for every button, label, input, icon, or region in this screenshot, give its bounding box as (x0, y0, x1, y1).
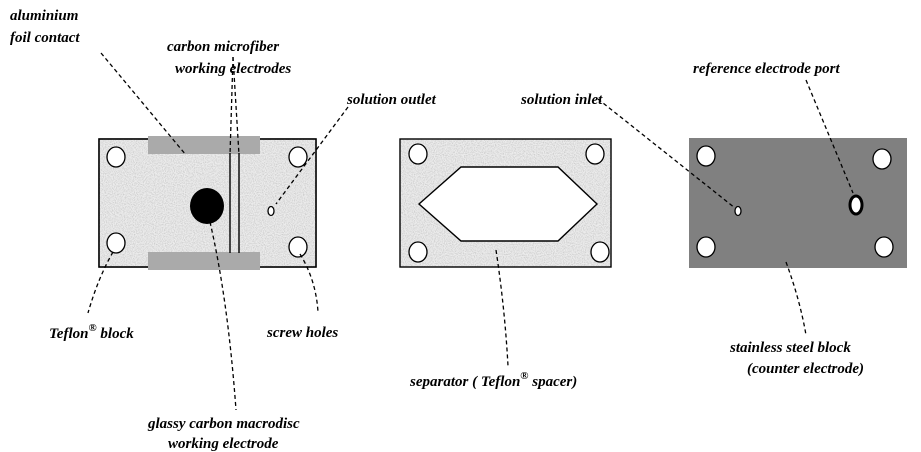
labels: aluminium foil contact carbon microfiber… (10, 8, 864, 452)
leader-teflon-block (87, 251, 114, 314)
reference-electrode-port (848, 194, 864, 216)
leader-solution-inlet (597, 98, 736, 209)
stainless-steel-block (689, 138, 907, 268)
steel-screw-hole-bl (696, 236, 716, 258)
separator-screw-hole-bl (408, 241, 428, 263)
separator-screw-hole-tl (408, 143, 428, 165)
steel-block-body (689, 138, 907, 268)
label-microfiber-line2: working electrodes (175, 61, 291, 77)
label-separator-suffix: spacer) (529, 374, 578, 390)
label-teflon-block-sup: ® (88, 322, 96, 334)
glassy-carbon-disc (190, 188, 224, 224)
label-screw-holes: screw holes (266, 325, 338, 341)
label-reference-port: reference electrode port (693, 61, 840, 77)
label-steel-line2: (counter electrode) (747, 361, 864, 377)
steel-screw-hole-tl (696, 145, 716, 167)
label-solution-inlet: solution inlet (520, 92, 603, 108)
label-separator-prefix: separator ( Teflon (409, 374, 520, 390)
label-glassy-line1: glassy carbon macrodisc (147, 416, 300, 432)
label-teflon-block: Teflon® block (49, 322, 134, 342)
steel-screw-hole-tr (872, 148, 892, 170)
teflon-block (98, 136, 317, 270)
label-solution-outlet: solution outlet (346, 92, 437, 108)
separator-screw-hole-br (590, 241, 610, 263)
separator (399, 138, 612, 268)
label-separator: separator ( Teflon® spacer) (409, 370, 577, 390)
label-aluminium-line2: foil contact (10, 30, 80, 46)
screw-hole-bl (106, 232, 126, 254)
screw-hole-br (288, 236, 308, 258)
leader-lines (87, 52, 854, 411)
label-separator-sup: ® (520, 370, 528, 382)
aluminium-foil-top (148, 136, 260, 154)
label-teflon-block-text: Teflon (49, 326, 88, 342)
label-steel-line1: stainless steel block (729, 340, 851, 356)
leader-steel-block (785, 261, 807, 336)
separator-cutout (417, 166, 599, 242)
aluminium-foil-bottom (148, 252, 260, 270)
leader-glassy-carbon (209, 221, 237, 411)
label-microfiber-line1: carbon microfiber (167, 39, 279, 55)
steel-screw-hole-br (874, 236, 894, 258)
solution-outlet-hole (267, 205, 275, 217)
screw-hole-tl (106, 146, 126, 168)
screw-hole-tr (288, 146, 308, 168)
separator-screw-hole-tr (585, 143, 605, 165)
leader-solution-outlet (275, 106, 349, 205)
label-aluminium-line1: aluminium (10, 8, 78, 24)
leader-reference-port (805, 79, 854, 194)
solution-inlet-hole (734, 205, 742, 217)
leader-microfiber-1 (229, 56, 234, 156)
leader-screw-holes (299, 253, 319, 313)
label-teflon-block-suffix: block (97, 326, 135, 342)
label-glassy-line2: working electrode (168, 436, 279, 452)
separator-border (399, 138, 612, 268)
leader-microfiber-2 (232, 56, 240, 156)
leader-aluminium (100, 52, 187, 156)
leader-separator (495, 249, 509, 367)
